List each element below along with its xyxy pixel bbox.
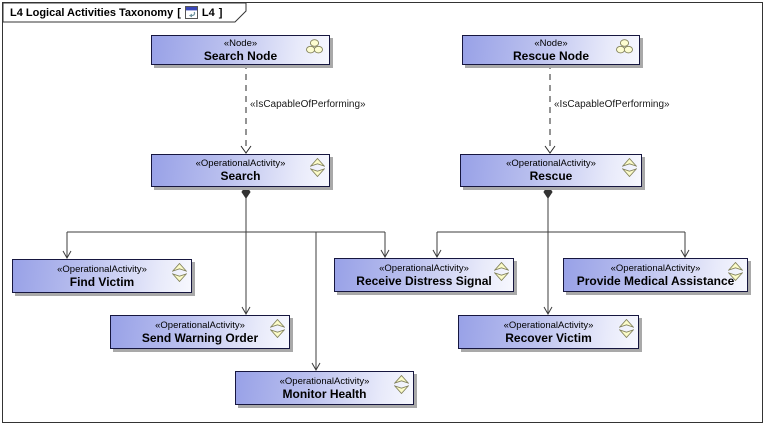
is-capable-of-performing-label-rescue[interactable]: «IsCapableOfPerforming» [554, 99, 670, 110]
stereotype-label: «OperationalActivity» [610, 262, 701, 274]
connector-tree-search[interactable] [62, 185, 390, 372]
operational-activity-icon [310, 158, 325, 177]
stereotype-label: «Node» [534, 37, 568, 49]
connector-is-capable-of-performing-rescue[interactable] [544, 63, 556, 154]
is-capable-of-performing-label-search[interactable]: «IsCapableOfPerforming» [250, 99, 366, 110]
element-name: Search Node [203, 48, 278, 63]
operational-activity-icon [494, 262, 509, 281]
diagram-header-tab[interactable]: L4 Logical Activities Taxonomy [ L4 ] [3, 3, 252, 22]
activity-box-receive-distress-signal[interactable]: «OperationalActivity» Receive Distress S… [334, 258, 514, 292]
connector-tree-rescue[interactable] [432, 185, 690, 316]
element-name: Send Warning Order [141, 330, 259, 345]
element-name: Receive Distress Signal [356, 273, 492, 288]
diagram-title: L4 Logical Activities Taxonomy [10, 6, 174, 19]
connector-is-capable-of-performing-search[interactable] [240, 63, 252, 154]
stereotype-label: «OperationalActivity» [57, 263, 147, 275]
activity-box-monitor-health[interactable]: «OperationalActivity» Monitor Health [235, 371, 414, 405]
operational-activity-icon [270, 319, 285, 338]
operational-activity-icon [394, 375, 409, 394]
stereotype-label: «OperationalActivity» [279, 375, 370, 387]
stereotype-label: «OperationalActivity» [155, 319, 245, 331]
stereotype-label: «OperationalActivity» [195, 158, 286, 169]
operational-activity-icon [619, 319, 634, 338]
operational-activity-icon [728, 262, 743, 281]
operational-activity-icon [172, 263, 187, 282]
node-box-rescue-node[interactable]: «Node» Rescue Node [462, 35, 640, 65]
activity-box-find-victim[interactable]: «OperationalActivity» Find Victim [12, 259, 192, 293]
node-box-search-node[interactable]: «Node» Search Node [151, 35, 330, 65]
stereotype-label: «OperationalActivity» [503, 319, 594, 331]
stereotype-label: «Node» [223, 37, 258, 49]
element-name: Monitor Health [282, 386, 367, 401]
composition-diamond-search [241, 185, 251, 199]
element-name: Find Victim [69, 274, 135, 289]
stereotype-label: «OperationalActivity» [379, 262, 469, 274]
operational-activity-icon [622, 158, 637, 177]
element-name: Provide Medical Assistance [576, 273, 735, 288]
element-name: Rescue Node [512, 48, 590, 63]
bracket-open: [ [177, 6, 181, 19]
activity-box-send-warning-order[interactable]: «OperationalActivity» Send Warning Order [110, 315, 290, 349]
stereotype-label: «OperationalActivity» [506, 158, 596, 169]
activity-box-provide-medical-assistance[interactable]: «OperationalActivity» Provide Medical As… [563, 258, 748, 292]
node-cluster-icon [306, 39, 323, 54]
activity-box-search[interactable]: «OperationalActivity» Search [151, 154, 330, 187]
element-name: Search [220, 169, 261, 183]
element-name: Rescue [529, 169, 573, 183]
composition-diamond-rescue [543, 185, 553, 199]
activity-box-rescue[interactable]: «OperationalActivity» Rescue [460, 154, 642, 187]
diagram-ref-label: L4 [201, 6, 215, 19]
element-name: Recover Victim [505, 330, 592, 345]
node-cluster-icon [616, 39, 633, 54]
diagram-kind-icon [184, 6, 198, 19]
activity-box-recover-victim[interactable]: «OperationalActivity» Recover Victim [458, 315, 639, 349]
bracket-close: ] [218, 6, 223, 19]
